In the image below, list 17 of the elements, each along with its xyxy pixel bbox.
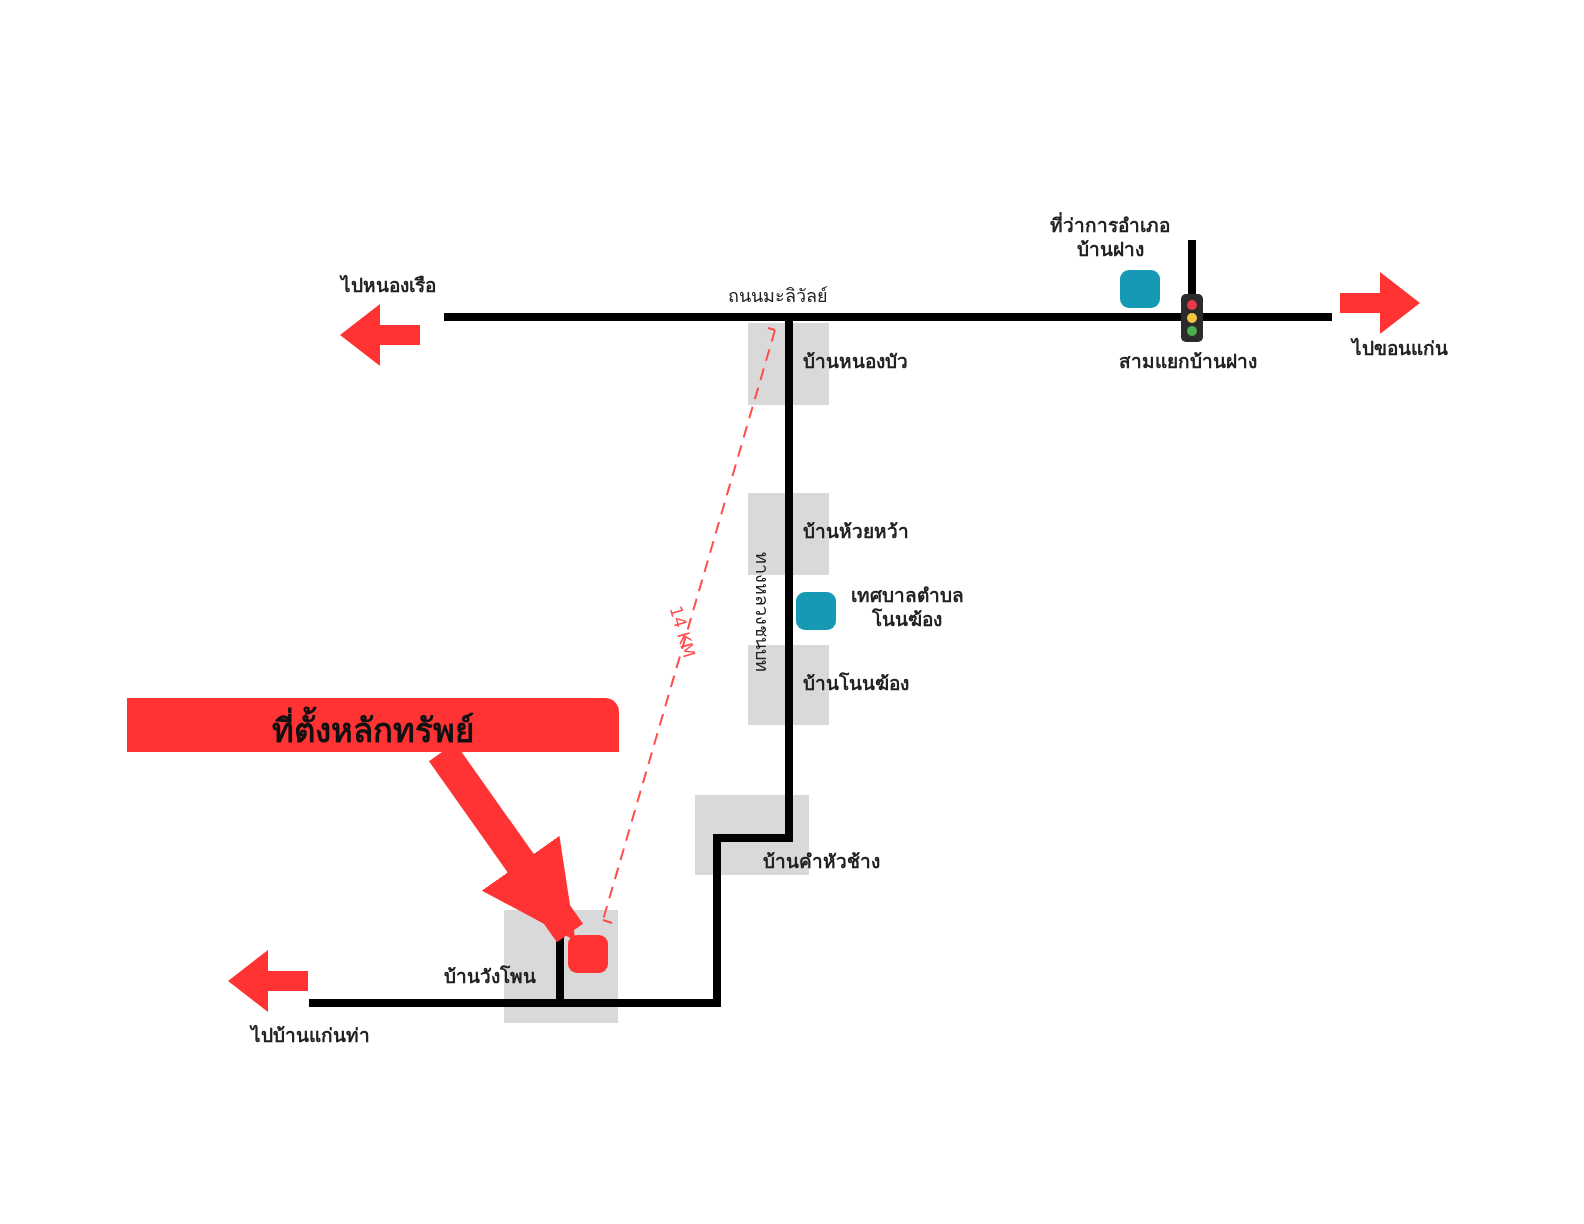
village-label: บ้านห้วยหว้า xyxy=(803,520,909,544)
direction-label: ไปบ้านแก่นท่า xyxy=(250,1024,370,1048)
place-label: ที่ว่าการอำเภอ บ้านฝาง xyxy=(1049,214,1171,262)
road-name: ถนนมะลิวัลย์ xyxy=(728,284,828,308)
direction-label: ไปขอนแก่น xyxy=(1352,337,1448,361)
title-banner xyxy=(127,698,619,752)
village-label: บ้านโนนฆ้อง xyxy=(803,672,909,696)
direction-label: ไปหนองเรือ xyxy=(340,274,436,298)
village-label: บ้านหนองบัว xyxy=(803,350,908,374)
junction-label: สามแยกบ้านฝาง xyxy=(1119,350,1257,374)
village-label: บ้านคำหัวช้าง xyxy=(763,850,880,874)
distance-label: 14 KM xyxy=(664,603,700,661)
village-label: บ้านวังโพน xyxy=(444,965,536,989)
place-label: เทศบาลตำบล โนนฆ้อง xyxy=(849,584,965,632)
road-name: ทางหลวงชนบท xyxy=(751,552,774,672)
banner-title: ที่ตั้งหลักทรัพย์ xyxy=(127,704,619,757)
property-marker xyxy=(568,935,608,973)
